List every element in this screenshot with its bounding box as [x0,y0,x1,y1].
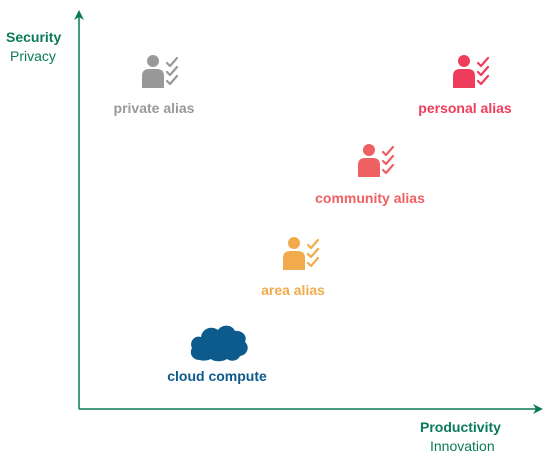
cloud-compute-label: cloud compute [167,368,267,384]
cloud-icon [190,325,248,362]
community-alias-label: community alias [315,190,425,206]
area-alias-label: area alias [261,282,325,298]
community-user-checklist-icon [358,144,395,177]
personal-user-checklist-icon [453,55,490,88]
private-user-checklist-icon [142,55,179,88]
x-axis-subtitle: Innovation [430,438,495,454]
y-axis-subtitle: Privacy [10,48,56,64]
personal-alias-label: personal alias [418,100,512,116]
x-axis-title: Productivity [420,419,501,435]
private-alias-label: private alias [113,100,195,116]
area-user-checklist-icon [283,237,320,270]
y-axis-title: Security [6,29,62,45]
